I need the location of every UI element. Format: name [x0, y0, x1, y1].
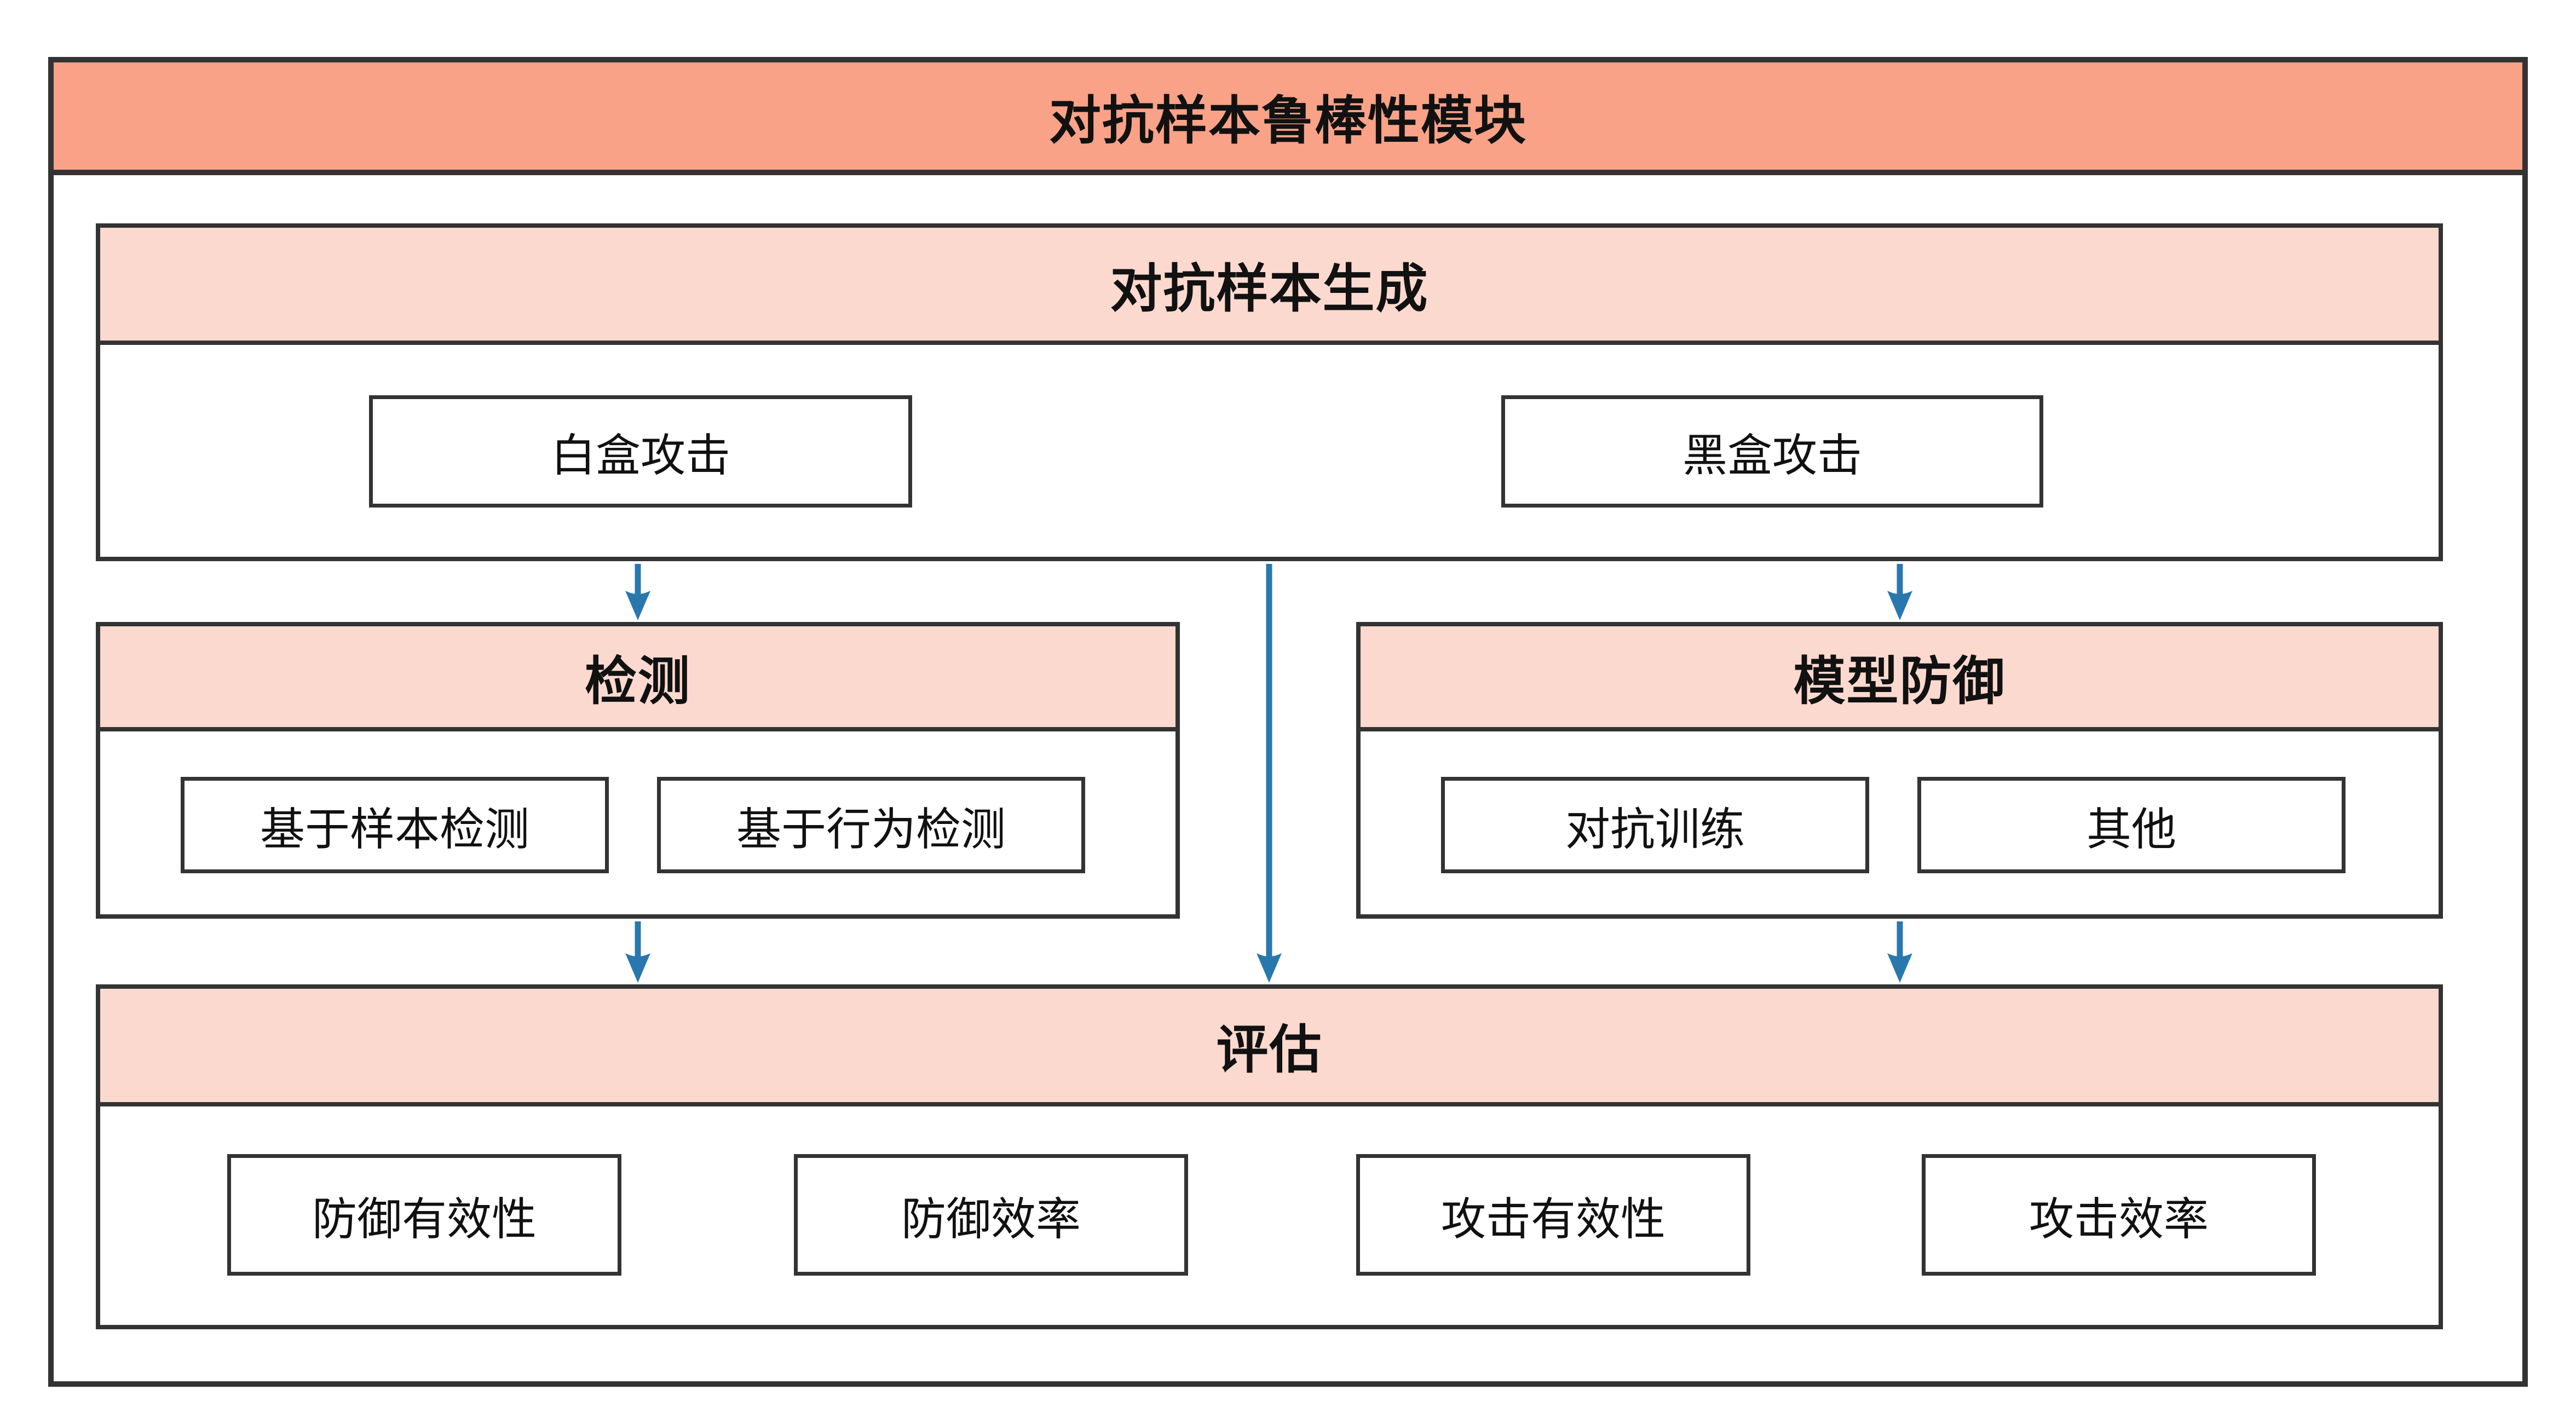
box-behavior-based-detection: 基于行为检测 [657, 777, 1085, 873]
box-whitebox-attack: 白盒攻击 [369, 395, 912, 508]
section-detection-header: 检测 [96, 622, 1180, 731]
box-adversarial-training: 对抗训练 [1441, 777, 1869, 873]
section-evaluation-header: 评估 [96, 984, 2443, 1106]
box-sample-based-detection: 基于样本检测 [181, 777, 609, 873]
box-defense-effectiveness: 防御有效性 [227, 1154, 621, 1276]
module-title-bar: 对抗样本鲁棒性模块 [48, 57, 2528, 175]
box-blackbox-attack: 黑盒攻击 [1501, 395, 2043, 508]
section-model-defense-header: 模型防御 [1356, 622, 2443, 731]
box-defense-efficiency: 防御效率 [794, 1154, 1188, 1276]
section-generation-header: 对抗样本生成 [96, 223, 2443, 345]
box-attack-efficiency: 攻击效率 [1922, 1154, 2316, 1276]
box-attack-effectiveness: 攻击有效性 [1356, 1154, 1750, 1276]
box-defense-other: 其他 [1917, 777, 2346, 873]
